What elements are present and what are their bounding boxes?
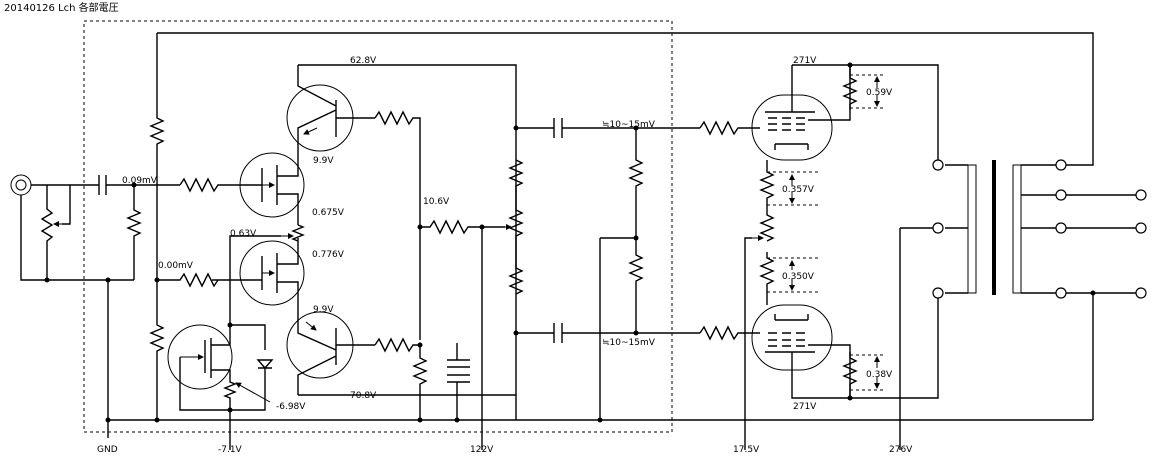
input-jack (10, 174, 32, 196)
neg-supply-label: -7.1V (218, 445, 243, 455)
tube-top-cathode-label: 0.59V (866, 88, 893, 98)
cathode-resistor-top (842, 65, 885, 110)
tube-bottom-cathode-label: 0.38V (866, 370, 893, 380)
jfet-1 (239, 145, 305, 225)
coupling-top-label: ≒10~15mV (602, 120, 656, 130)
tube-bottom (751, 304, 851, 399)
grid-leak-resistors (599, 128, 644, 420)
jfet-2 (212, 238, 305, 313)
q2-emitter-label: 9.9V (313, 305, 334, 315)
cathode-resistor-bottom (842, 352, 885, 398)
cs-node-label: -6.98V (276, 402, 306, 412)
bias-bottom-label: 0.350V (782, 272, 815, 282)
coupling-capacitor-bottom (516, 323, 700, 343)
input-coupling-capacitor (94, 175, 180, 195)
coupling-bottom-label: ≒10~15mV (602, 338, 656, 348)
supply-276-label: 276V (889, 445, 913, 455)
balance-potentiometer (500, 159, 524, 295)
q2-base-resistor (374, 337, 420, 353)
gnd-label: GND (97, 445, 118, 455)
bjt-bottom (286, 311, 375, 395)
bias-top-label: 0.357V (782, 185, 815, 195)
grid-stopper-bottom (699, 325, 760, 341)
supply-17-5-label: 17.5V (733, 445, 760, 455)
q1-collector-label: 62.8V (350, 56, 377, 66)
tube-top (751, 64, 851, 161)
input-voltage-label: 0.09mV (122, 176, 158, 186)
transformer-terminals (932, 159, 1147, 299)
input-resistor (126, 185, 142, 280)
q1-base-resistor (374, 110, 421, 227)
output-transformer (850, 64, 1138, 450)
current-source-fet (167, 324, 266, 411)
j2-gate-label: 0.00mV (158, 261, 194, 271)
volume-potentiometer (40, 185, 71, 280)
diagram-title: 20140126 Lch 各部電圧 (4, 1, 119, 14)
zener-diode (230, 359, 274, 411)
gate-resistor-top (179, 177, 240, 193)
grid-stopper-top (699, 120, 760, 136)
j1-drain-label: 0.675V (312, 208, 345, 218)
tube-top-plate-label: 271V (793, 56, 817, 66)
q1-emitter-label: 9.9V (313, 156, 334, 166)
coupling-capacitor-top (516, 118, 700, 138)
junction-dots (44, 62, 1096, 423)
gate-resistor-bottom (157, 272, 219, 288)
j2-drain-label: 0.776V (312, 250, 345, 260)
source-trim-resistor (229, 224, 305, 325)
supply-capacitor (447, 343, 470, 420)
driver-stage-enclosure (83, 20, 673, 433)
grid-bias-network (744, 160, 820, 450)
q2-collector-label: 70.8V (350, 391, 377, 401)
tube-bottom-plate-label: 271V (793, 402, 817, 412)
j2-ref-label: 0.63V (230, 229, 257, 239)
mid-node-label: 10.6V (423, 197, 450, 207)
supply-122-label: 122V (470, 445, 494, 455)
bjt-top (286, 65, 375, 152)
q2-bias-resistor (412, 345, 428, 420)
